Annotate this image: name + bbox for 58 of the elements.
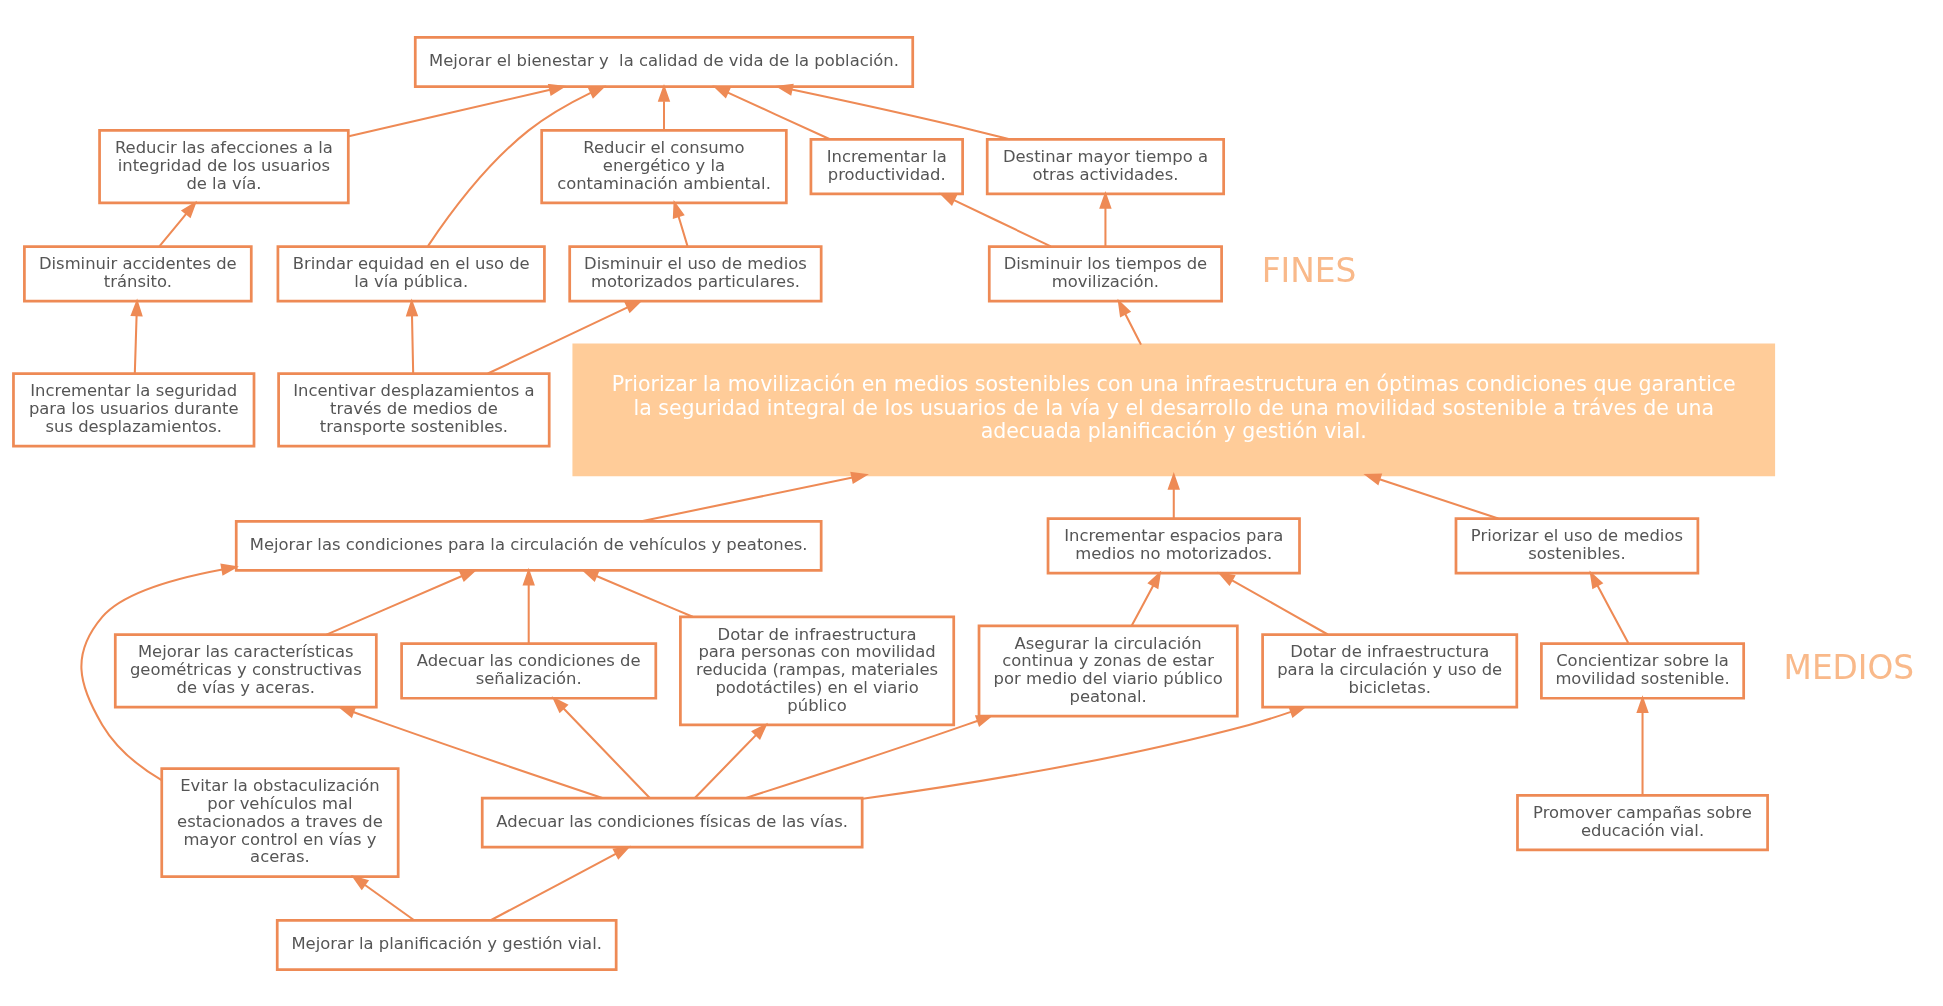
node-box: Destinar mayor tiempo a otras actividades. <box>985 137 1225 195</box>
node-box: Mejorar las características geométricas y constructivas de vías y aceras. <box>113 632 378 708</box>
node-box: Adecuar las condiciones físicas de las vías. <box>480 796 864 849</box>
label: MEDIOS <box>1783 648 1915 687</box>
node-box: Brindar equidad en el uso de la vía pública. <box>276 244 546 303</box>
arrow <box>694 722 768 799</box>
arrow <box>712 85 830 140</box>
node-box: Adecuar las condiciones de señalización. <box>400 641 658 700</box>
node-box: Concientizar sobre la movilidad sostenible. <box>1540 641 1746 700</box>
arrow <box>580 568 694 618</box>
node-box: Priorizar la movilización en medios sostenibles con una infraestructura en óptimas condiciones que garantice la seguridad integral de los usuarios de la vía y el desarrollo de una movilidad sostenible a tráves de una adecuada planificación y gestión vial. <box>572 343 1776 476</box>
arrow <box>326 568 478 636</box>
arrow <box>1117 298 1142 345</box>
node-box: Incrementar la seguridad para los usuarios durante sus desplazamientos. <box>12 371 256 447</box>
arrow <box>487 299 643 374</box>
arrow <box>1217 571 1329 635</box>
arrow <box>641 471 869 522</box>
node-box: Incrementar espacios para medios no motorizados. <box>1046 516 1301 575</box>
arrow <box>130 298 143 374</box>
arrow <box>745 714 994 799</box>
node-box: Reducir las afecciones a la integridad de los usuarios de la vía. <box>98 128 350 204</box>
node-box: Evitar la obstaculización por vehículos mal estacionados a traves de mayor control en vías y aceras. <box>160 766 400 878</box>
node-box: Reducir el consumo energético y la contaminación ambiental. <box>540 128 788 204</box>
node-box: Dotar de infraestructura para la circulación y uso de bicicletas. <box>1261 632 1519 708</box>
arrow <box>1636 694 1649 795</box>
arrow <box>348 83 567 137</box>
node-box: Disminuir los tiempos de movilización. <box>987 244 1223 303</box>
arrow <box>551 695 651 799</box>
arrow <box>938 192 1052 247</box>
arrow <box>427 84 607 247</box>
label: FINES <box>1261 251 1357 290</box>
arrow <box>1099 190 1112 246</box>
arrow <box>490 845 632 921</box>
node-box: Promover campañas sobre educación vial. <box>1516 793 1769 851</box>
node-box: Incrementar la productividad. <box>809 137 964 195</box>
node-box: Dotar de infraestructura para personas con movilidad reducida (rampas, materiales podotáctiles) en el viario público <box>679 615 956 726</box>
node-box: Mejorar las condiciones para la circulación de vehículos y peatones. <box>234 519 823 572</box>
node-box: Disminuir accidentes de tránsito. <box>23 244 253 303</box>
arrow <box>862 705 1308 800</box>
arrow <box>1363 473 1499 519</box>
arrow <box>1167 471 1180 518</box>
arrow <box>1589 570 1630 643</box>
arrow <box>80 563 239 781</box>
arrow <box>672 199 689 246</box>
arrow <box>158 200 198 247</box>
node-box: Asegurar la circulación continua y zonas de estar por medio del viario público peatonal. <box>977 623 1239 717</box>
node-box: Mejorar el bienestar y la calidad de vida de la población. <box>413 35 915 88</box>
node-box: Priorizar el uso de medios sostenibles. <box>1454 516 1700 575</box>
arrow <box>775 83 1010 140</box>
arrow <box>405 298 419 374</box>
arrow <box>522 567 535 643</box>
node-box: Disminuir el uso de medios motorizados particulares. <box>568 244 823 303</box>
arrow <box>657 83 671 130</box>
node-box: Mejorar la planificación y gestión vial. <box>275 918 618 971</box>
arrow <box>337 705 603 799</box>
arrow <box>1130 570 1162 626</box>
node-box: Incentivar desplazamientos a través de medios de transporte sostenibles. <box>277 371 551 447</box>
arrow <box>350 874 415 921</box>
